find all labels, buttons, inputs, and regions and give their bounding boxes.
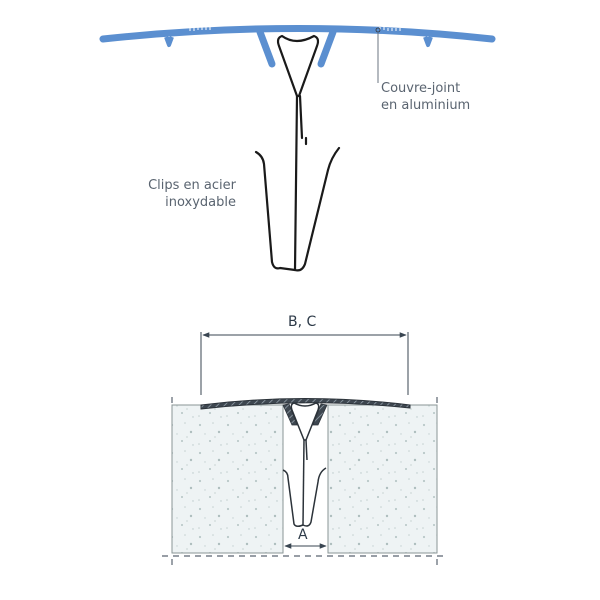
extension-lines xyxy=(162,397,447,568)
clips-label-line2: inoxydable xyxy=(165,195,236,210)
clips-label-line1: Clips en acier xyxy=(148,178,236,193)
dimension-a-label: A xyxy=(298,527,308,543)
clips-label: Clips en acier inoxydable xyxy=(140,177,236,211)
dimension-bc xyxy=(200,332,409,395)
leader-dot xyxy=(375,27,381,33)
cover-profile-section xyxy=(200,398,411,426)
concrete-slab-right xyxy=(327,404,438,554)
cover-label-line2: en aluminium xyxy=(381,98,471,113)
cover-label-line1: Couvre-joint xyxy=(381,81,461,96)
aluminium-cover-profile xyxy=(99,25,496,68)
stainless-clip-top xyxy=(254,34,341,272)
stainless-clip-section xyxy=(282,402,327,528)
concrete-slab-left xyxy=(171,404,284,554)
dimension-bc-label: B, C xyxy=(288,314,317,330)
cover-label: Couvre-joint en aluminium xyxy=(381,80,470,114)
